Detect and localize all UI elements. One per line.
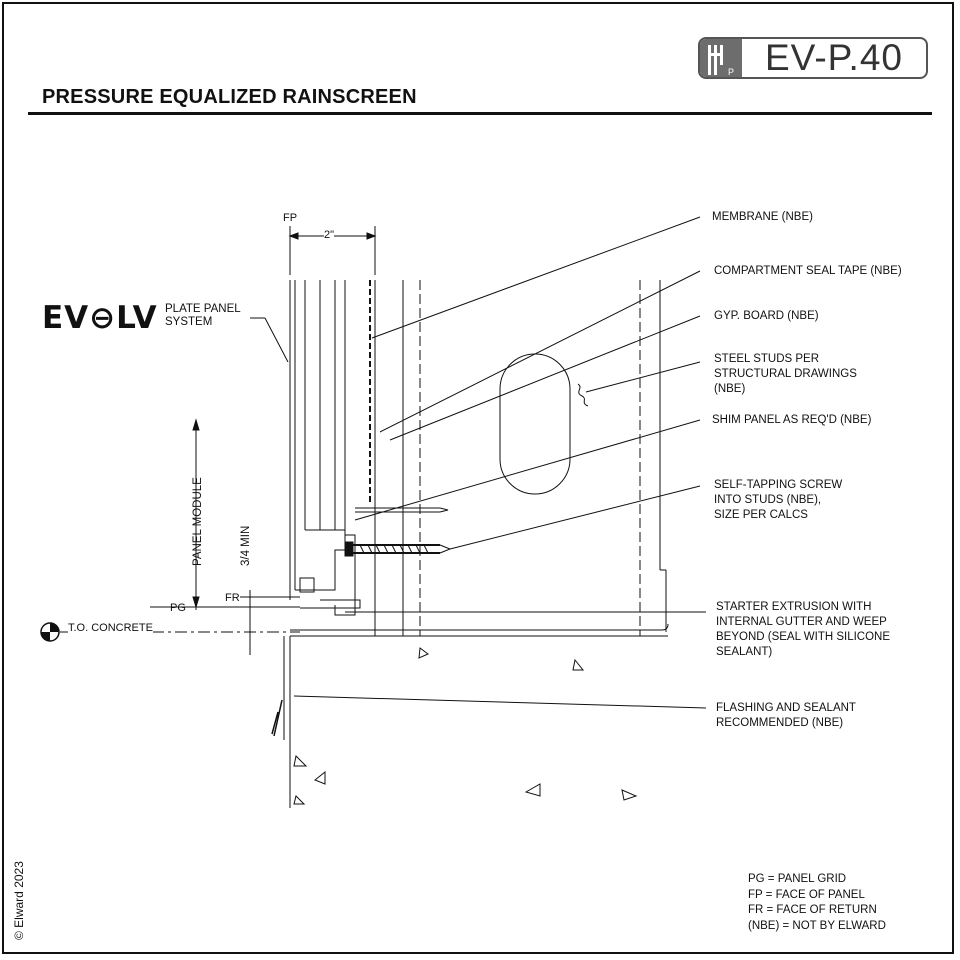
panel-module-label: PANEL MODULE bbox=[192, 477, 204, 566]
callout-shim: SHIM PANEL AS REQ'D (NBE) bbox=[712, 414, 872, 426]
callout-steel-studs: STEEL STUDS PER STRUCTURAL DRAWINGS (NBE… bbox=[714, 353, 857, 395]
evolv-logo: EV⊖LV bbox=[42, 300, 158, 336]
pg-label: PG bbox=[170, 602, 186, 614]
sheet-id: EV-P.40 bbox=[765, 37, 903, 78]
leader-studs bbox=[585, 361, 701, 393]
screw-upper bbox=[355, 507, 449, 513]
callout-membrane: MEMBRANE (NBE) bbox=[712, 211, 813, 223]
leader-membrane bbox=[371, 216, 701, 339]
svg-text:P: P bbox=[728, 67, 734, 77]
screw-lower bbox=[344, 541, 452, 557]
callout-starter-extrusion: STARTER EXTRUSION WITH INTERNAL GUTTER A… bbox=[716, 601, 891, 658]
leader-shim bbox=[354, 419, 701, 521]
callout-gyp-board: GYP. BOARD (NBE) bbox=[714, 310, 819, 322]
page-title: PRESSURE EQUALIZED RAINSCREEN bbox=[42, 86, 417, 108]
callout-flashing: FLASHING AND SEALANT RECOMMENDED (NBE) bbox=[716, 702, 856, 729]
leader-seal-tape bbox=[379, 270, 701, 433]
width-dimension-label: 2" bbox=[324, 229, 335, 241]
callout-seal-tape: COMPARTMENT SEAL TAPE (NBE) bbox=[714, 265, 902, 277]
copyright: © Elward 2023 bbox=[12, 861, 26, 940]
leader-brand bbox=[264, 317, 289, 363]
leader-screw bbox=[449, 485, 701, 550]
elward-logo-icon: P bbox=[700, 39, 742, 77]
callout-screw: SELF-TAPPING SCREW INTO STUDS (NBE), SIZ… bbox=[714, 479, 843, 521]
leader-gyp bbox=[389, 315, 701, 441]
brand-subtitle: PLATE PANEL SYSTEM bbox=[165, 303, 241, 328]
abbreviation-legend: PG = PANEL GRID FP = FACE OF PANEL FR = … bbox=[748, 873, 886, 932]
datum-target-icon bbox=[40, 622, 60, 642]
min-dimension-label: 3/4 MIN bbox=[240, 525, 252, 566]
sheet-number-badge: P EV-P.40 bbox=[698, 37, 928, 79]
concrete-label: T.O. CONCRETE bbox=[68, 622, 153, 634]
leader-flashing bbox=[293, 695, 707, 709]
title-rule bbox=[28, 112, 932, 115]
fp-label: FP bbox=[283, 212, 298, 224]
stud-knockout bbox=[499, 353, 571, 495]
fr-label: FR bbox=[225, 592, 240, 604]
